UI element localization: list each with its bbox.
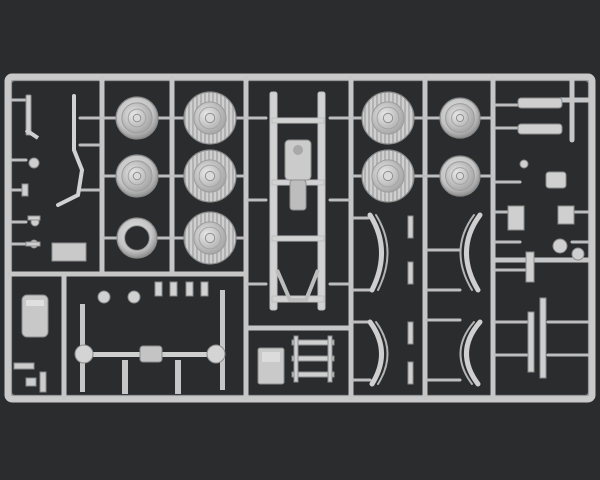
engine-block bbox=[284, 139, 312, 211]
wheel-5 bbox=[183, 149, 237, 203]
wheel-7 bbox=[361, 91, 415, 145]
sprue-frame-shade bbox=[10, 79, 590, 397]
grille-part bbox=[291, 335, 335, 383]
wheel-6 bbox=[183, 211, 237, 265]
wheel-10 bbox=[439, 155, 481, 197]
spring-brackets bbox=[407, 215, 414, 385]
fuel-tank bbox=[21, 294, 49, 338]
radiator bbox=[257, 347, 285, 385]
wheel-4 bbox=[183, 91, 237, 145]
wheel-1 bbox=[115, 96, 159, 140]
small-parts-right bbox=[507, 97, 585, 379]
wheel-2 bbox=[115, 154, 159, 198]
leaf-springs bbox=[367, 212, 483, 387]
exhaust-pipe bbox=[56, 94, 85, 207]
sprue-runners bbox=[7, 75, 591, 401]
wheels bbox=[115, 91, 481, 265]
small-parts-left bbox=[21, 94, 87, 262]
sprue-frame bbox=[4, 73, 596, 403]
wheel-3 bbox=[116, 217, 158, 259]
wheel-8 bbox=[361, 149, 415, 203]
axle-assembly bbox=[74, 281, 226, 394]
bottom-left-bits bbox=[13, 362, 47, 393]
wheel-9 bbox=[439, 97, 481, 139]
